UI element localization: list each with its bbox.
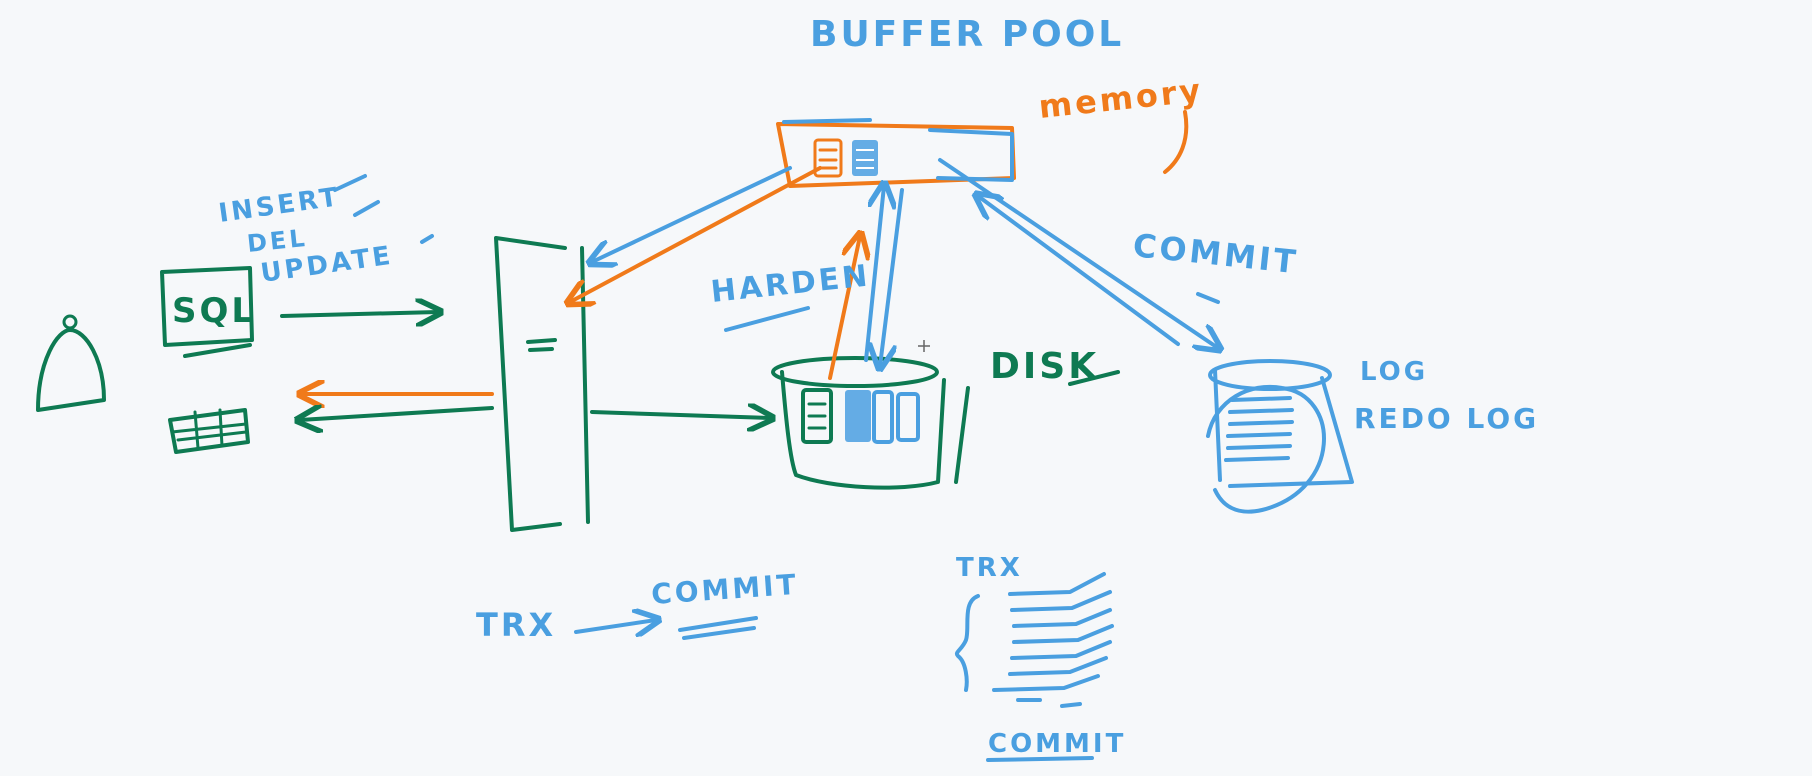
trx-statement-lines <box>992 572 1114 708</box>
engine-to-disk-arrow <box>590 412 770 418</box>
result-table-icon <box>168 408 250 454</box>
memory-label: memory <box>1037 71 1205 126</box>
sql-to-engine-arrow <box>280 312 438 316</box>
commit-top-tick <box>1196 292 1220 304</box>
commit-top-label: COMMIT <box>1131 226 1300 281</box>
buffer-page-orange <box>813 138 843 178</box>
engine-to-buffer-pool-blue-arrow <box>592 166 792 262</box>
trx-brace <box>955 594 980 692</box>
user-icon <box>36 314 106 412</box>
del-label: DEL <box>246 224 309 258</box>
trx-right-label: TRX <box>956 553 1023 583</box>
buffer-pool-box <box>776 118 1016 188</box>
harden-arrow <box>828 236 860 380</box>
trx-to-commit-arrow <box>574 620 656 632</box>
disk-page-3 <box>872 390 894 444</box>
commit-left-label: COMMIT <box>650 568 800 611</box>
trx-left-label: TRX <box>476 606 556 644</box>
disk-page-4 <box>896 392 920 442</box>
buffer-pool-to-engine-orange-arrow <box>570 166 822 302</box>
cursor-crosshair <box>918 340 930 352</box>
commit-bottom-underline <box>986 756 1094 762</box>
disk-page-2 <box>845 390 871 442</box>
redo-log-to-buffer-pool-arrow <box>978 196 1180 346</box>
redo-log-cylinder <box>1206 359 1354 514</box>
sql-box: SQL <box>160 266 256 358</box>
database-engine <box>494 236 590 532</box>
buffer-pool-to-disk-arrow <box>880 188 904 366</box>
commit-bottom-label: COMMIT <box>988 729 1126 759</box>
buffer-page-blue <box>852 140 878 176</box>
buffer-pool-label: BUFFER POOL <box>810 14 1124 55</box>
insert-label: INSERT <box>217 182 342 229</box>
memory-pointer-stroke <box>1163 110 1189 174</box>
operation-tick-marks <box>333 174 434 244</box>
commit-left-underline <box>678 616 758 640</box>
harden-underline <box>724 306 810 332</box>
sql-label: SQL <box>172 291 256 331</box>
engine-to-result-green-arrow <box>300 408 494 420</box>
disk-cylinder <box>771 356 970 490</box>
redo-log-label: REDO LOG <box>1354 402 1539 435</box>
disk-page-1 <box>801 388 833 444</box>
disk-strike-mark <box>1068 370 1120 386</box>
disk-to-buffer-pool-arrow <box>864 186 884 362</box>
log-label: LOG <box>1360 357 1428 387</box>
